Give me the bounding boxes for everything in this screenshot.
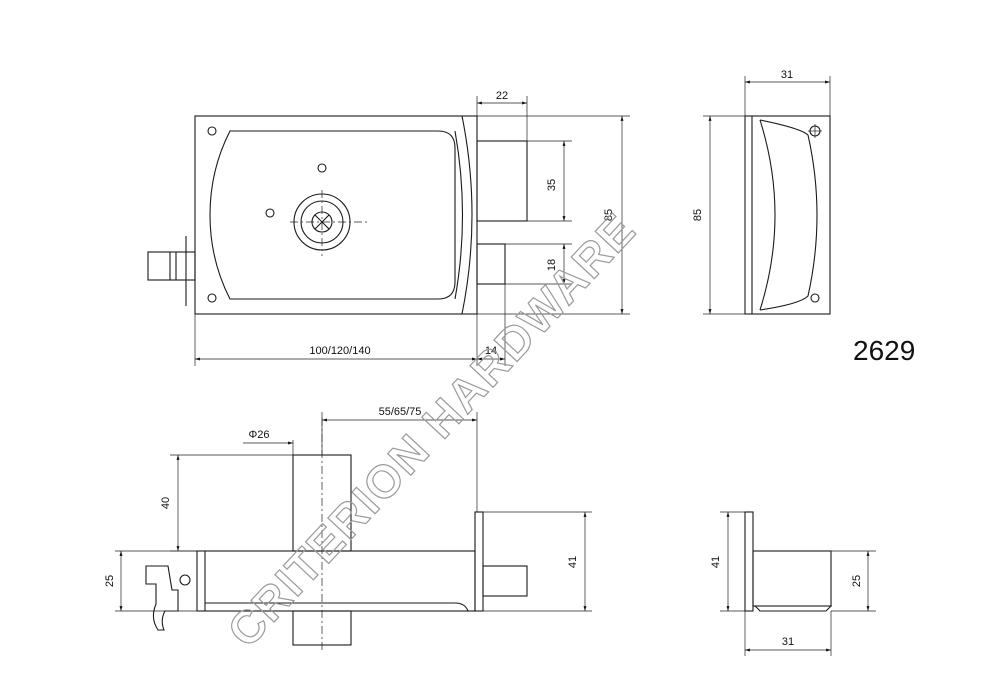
side-plate-outline: [744, 115, 831, 315]
screw-hole-left: [265, 208, 275, 218]
screw-hole-top-left: [207, 126, 217, 136]
dim-backset-label: 55/65/75: [379, 406, 422, 418]
dim-14-label: 14: [485, 345, 497, 357]
front-edge-curve: [461, 115, 473, 315]
dim-top-25-label: 25: [104, 575, 116, 587]
side-curve-outer: [759, 119, 776, 311]
end-body-base: [752, 605, 833, 612]
main-bolt: [476, 140, 528, 222]
lock-body-outline: [194, 115, 478, 315]
side-screw-hole-bottom: [810, 293, 820, 303]
side-curve-inner: [759, 119, 818, 311]
cover-plate: [209, 130, 456, 300]
dim-18-label: 18: [546, 259, 558, 271]
watermark-text: CRITERION HARDWARE: [217, 203, 646, 657]
side-view: 31 85: [692, 69, 831, 315]
knob: [147, 251, 196, 281]
top-cylinder-bottom: [292, 610, 352, 646]
dim-22-label: 22: [496, 90, 508, 102]
dim-end-41-label: 41: [710, 556, 722, 568]
top-bolt: [482, 565, 528, 597]
end-body: [752, 550, 832, 607]
dim-35-label: 35: [546, 179, 558, 191]
latch-bolt: [476, 243, 506, 285]
dim-85-label: 85: [603, 209, 615, 221]
top-view: 55/65/75 Φ26 40 25 41: [104, 406, 592, 650]
dim-top-41-label: 41: [567, 556, 579, 568]
front-edge-inner-curve: [454, 130, 464, 300]
end-view: 41 25 31: [710, 511, 876, 656]
model-number: 2629: [853, 335, 915, 366]
dim-end-31-label: 31: [782, 636, 794, 648]
top-knob-hook: [145, 565, 179, 631]
dim-side-85-label: 85: [692, 209, 704, 221]
end-faceplate: [744, 511, 754, 612]
dim-side-31-label: 31: [781, 69, 793, 81]
dim-phi26-label: Φ26: [248, 429, 269, 441]
dim-length-label: 100/120/140: [309, 345, 370, 357]
screw-hole-bottom-left: [207, 293, 217, 303]
screw-hole-top: [317, 163, 327, 173]
dim-end-25-label: 25: [851, 575, 863, 587]
front-view: 22 35 18 85 100/120/140 14: [147, 90, 630, 366]
top-knob-pin: [179, 574, 191, 586]
top-body-base: [205, 602, 469, 612]
dim-40-label: 40: [160, 497, 172, 509]
top-faceplate: [474, 511, 484, 612]
